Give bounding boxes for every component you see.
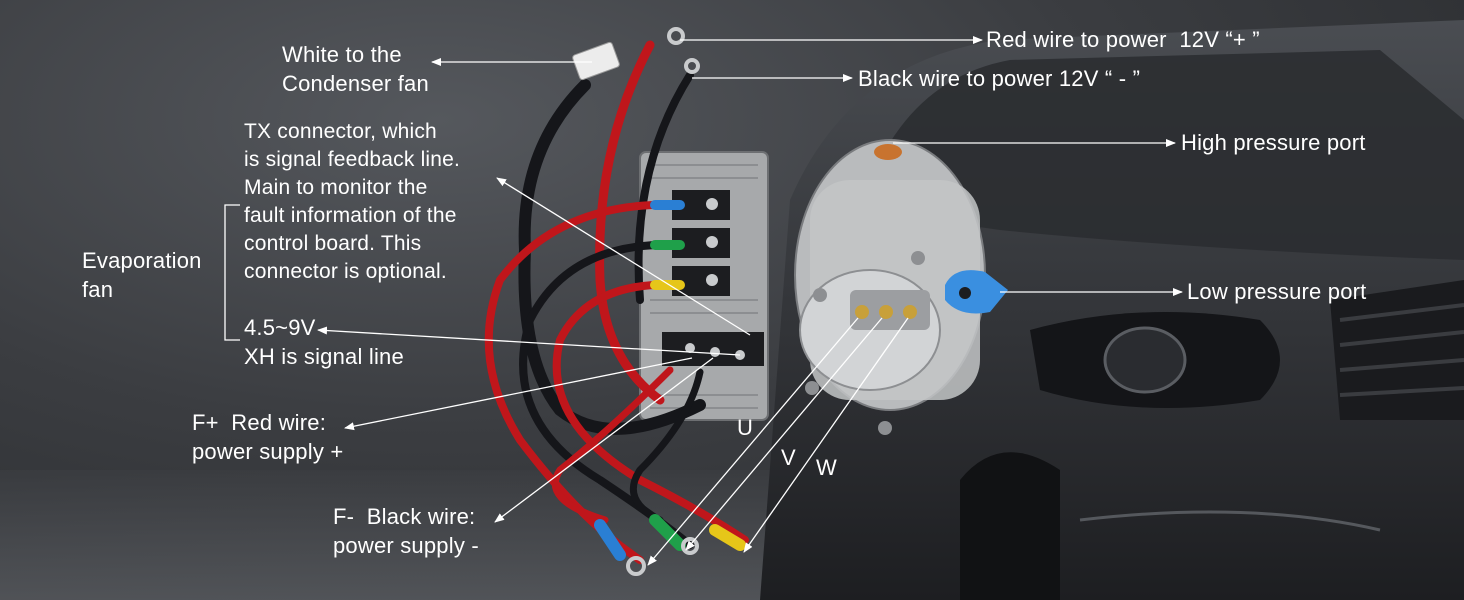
label-white-condenser: White to the Condenser fan [282, 42, 429, 96]
arrow-f-minus [494, 357, 714, 523]
label-f-minus: F- Black wire: power supply - [333, 504, 479, 558]
label-low-pressure: Low pressure port [1187, 279, 1367, 304]
arrow-phase-u [647, 317, 859, 566]
label-tx-connector: TX connector, which is signal feedback l… [244, 120, 461, 283]
label-evaporation-fan: Evaporation fan [82, 248, 202, 302]
wires [484, 40, 749, 564]
label-black-power: Black wire to power 12V “ - ” [858, 66, 1141, 91]
label-red-power: Red wire to power 12V “+ ” [986, 27, 1260, 52]
arrow-f-plus [344, 357, 693, 431]
white-connector [572, 41, 620, 81]
compressor [794, 139, 1008, 435]
arrow-phase-v [685, 317, 883, 551]
label-xh-signal: 4.5~9V XH is signal line [244, 315, 404, 369]
label-f-plus: F+ Red wire: power supply + [192, 410, 344, 464]
label-phase-u: U [737, 415, 754, 440]
arrow-xh-signal [317, 326, 741, 356]
arrow-tx-connector [496, 177, 751, 336]
label-high-pressure: High pressure port [1181, 130, 1366, 155]
label-phase-w: W [816, 455, 837, 480]
controller-box [639, 151, 769, 421]
bracket-evaporation-fan [224, 204, 240, 341]
arrow-phase-w [743, 317, 909, 553]
label-phase-v: V [781, 445, 796, 470]
